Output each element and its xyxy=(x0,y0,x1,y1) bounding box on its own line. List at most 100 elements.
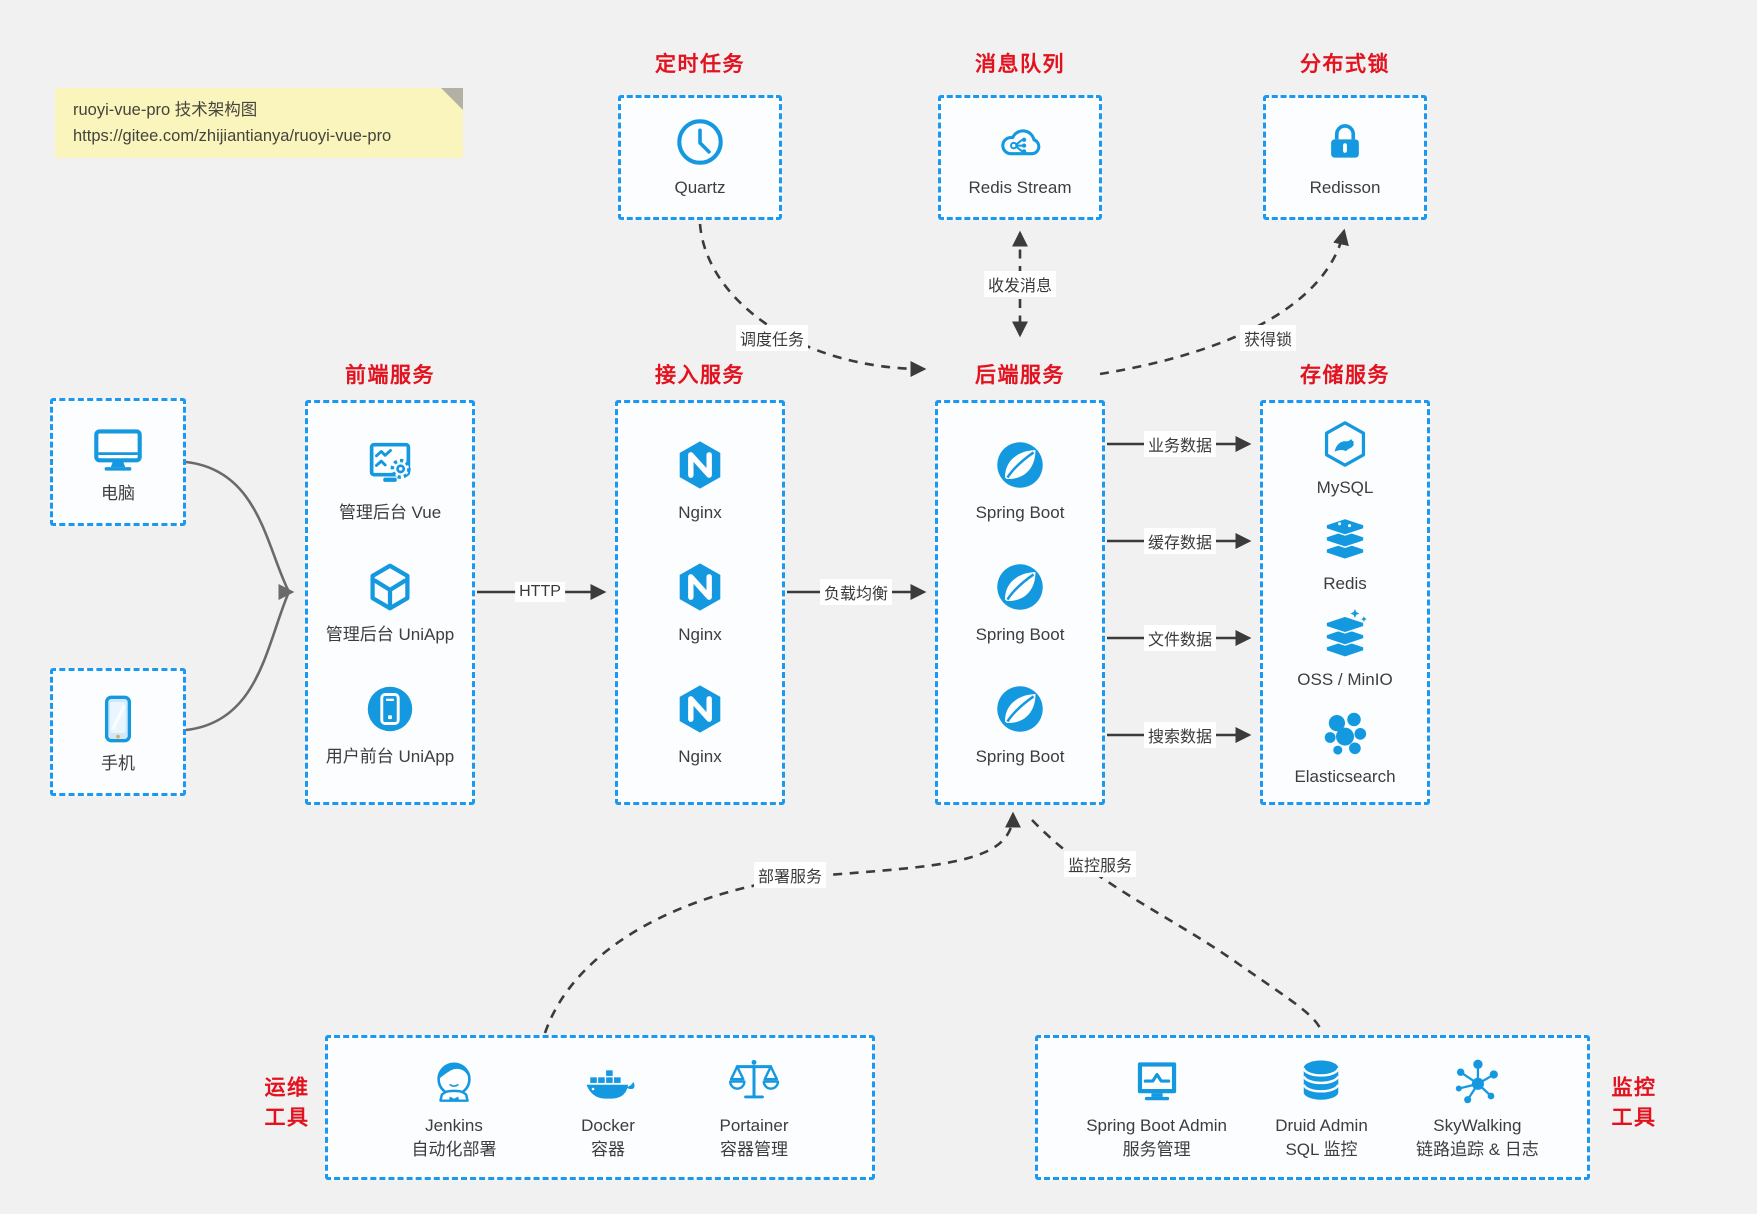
nginx-node: Nginx xyxy=(671,558,729,646)
jenkins-icon xyxy=(426,1054,482,1110)
druid-sublabel: SQL 监控 xyxy=(1285,1139,1358,1159)
spring-boot-node: Spring Boot xyxy=(975,558,1065,646)
group-title-ops-tools: 运维 工具 xyxy=(265,1074,310,1135)
phone-icon xyxy=(87,688,149,750)
column-title-backend: 后端服务 xyxy=(975,364,1065,387)
skywalking-label: SkyWalking xyxy=(1433,1116,1522,1136)
quartz-box: Quartz xyxy=(618,95,782,220)
docker-node: Docker 容器 xyxy=(580,1054,636,1161)
nginx-icon xyxy=(671,436,729,494)
elasticsearch-icon xyxy=(1318,706,1372,760)
redis-label: Redis xyxy=(1323,574,1367,594)
mysql-label: MySQL xyxy=(1316,477,1374,497)
pc-client-label: 电脑 xyxy=(101,484,135,504)
docker-sublabel: 容器 xyxy=(591,1139,625,1159)
monitor-title-line1: 监控 xyxy=(1611,1076,1657,1100)
redisson-box: Redisson xyxy=(1263,95,1427,220)
nginx-node: Nginx xyxy=(671,680,729,768)
cloud-stream-icon xyxy=(991,115,1049,169)
oss-label: OSS / MinIO xyxy=(1297,670,1393,690)
group-title-distributed-lock: 分布式锁 xyxy=(1300,53,1390,76)
skywalking-icon xyxy=(1449,1054,1505,1110)
group-title-monitor-tools: 监控 工具 xyxy=(1612,1074,1657,1135)
nginx-label: Nginx xyxy=(678,503,722,523)
jenkins-label: Jenkins xyxy=(425,1116,483,1136)
admin-vue-icon xyxy=(361,436,419,494)
message-edge-label: 收发消息 xyxy=(983,271,1057,297)
monitor-tools-box: Spring Boot Admin 服务管理 Druid Admin SQL 监… xyxy=(1035,1035,1590,1180)
druid-icon xyxy=(1293,1054,1349,1110)
spring-icon xyxy=(991,558,1049,616)
storage-box: MySQL Redis OSS / MinIO Elasticsearch xyxy=(1260,400,1430,805)
admin-vue-label: 管理后台 Vue xyxy=(338,503,442,523)
group-title-message-queue: 消息队列 xyxy=(975,53,1065,76)
ops-title-line1: 运维 xyxy=(264,1076,310,1100)
lock-edge-label: 获得锁 xyxy=(1239,325,1297,351)
spring-boot-node: Spring Boot xyxy=(975,680,1065,768)
mysql-icon xyxy=(1318,417,1372,471)
user-uniapp-node: 用户前台 UniApp xyxy=(326,680,454,768)
mysql-node: MySQL xyxy=(1316,417,1374,499)
gateway-box: Nginx Nginx Nginx xyxy=(615,400,785,805)
note-url: https://gitee.com/zhijiantianya/ruoyi-vu… xyxy=(73,127,392,146)
druid-node: Druid Admin SQL 监控 xyxy=(1275,1054,1368,1161)
column-title-frontend: 前端服务 xyxy=(345,364,435,387)
admin-uniapp-node: 管理后台 UniApp xyxy=(326,558,454,646)
note-fold-corner xyxy=(441,88,463,110)
deploy-arrow xyxy=(543,811,1022,1034)
oss-icon xyxy=(1318,609,1372,663)
group-title-scheduled-task: 定时任务 xyxy=(655,53,745,76)
spring-boot-label: Spring Boot xyxy=(975,747,1065,767)
pc-client-box: 电脑 xyxy=(50,398,186,526)
load-balance-edge-label: 负载均衡 xyxy=(819,579,893,605)
note-title: ruoyi-vue-pro 技术架构图 xyxy=(73,101,258,119)
deploy-edge-label: 部署服务 xyxy=(753,862,827,888)
clock-icon xyxy=(673,115,727,169)
druid-label: Druid Admin xyxy=(1275,1116,1368,1136)
sticky-note: ruoyi-vue-pro 技术架构图 https://gitee.com/zh… xyxy=(55,88,463,158)
frontend-box: 管理后台 Vue 管理后台 UniApp 用户前台 UniApp xyxy=(305,400,475,805)
acquire-lock-arrow xyxy=(1099,228,1349,376)
redis-node: Redis xyxy=(1318,513,1372,595)
column-title-gateway: 接入服务 xyxy=(655,364,745,387)
monitor-title-line2: 工具 xyxy=(1611,1107,1657,1130)
skywalking-sublabel: 链路追踪 & 日志 xyxy=(1415,1139,1539,1159)
search-data-edge-label: 搜索数据 xyxy=(1143,722,1217,748)
http-edge-label: HTTP xyxy=(515,582,565,602)
springboot-admin-icon xyxy=(1129,1054,1185,1110)
redis-stream-box: Redis Stream xyxy=(938,95,1102,220)
redisson-label: Redisson xyxy=(1309,178,1381,198)
mobile-client-node: 手机 xyxy=(87,688,149,775)
jenkins-sublabel: 自动化部署 xyxy=(411,1139,497,1159)
elasticsearch-label: Elasticsearch xyxy=(1294,766,1396,786)
redisson-node: Redisson xyxy=(1309,115,1381,199)
user-uniapp-label: 用户前台 UniApp xyxy=(325,747,455,767)
admin-uniapp-label: 管理后台 UniApp xyxy=(325,625,455,645)
spring-boot-label: Spring Boot xyxy=(975,503,1065,523)
nginx-icon xyxy=(671,680,729,738)
portainer-icon xyxy=(726,1054,782,1110)
user-app-icon xyxy=(361,680,419,738)
portainer-label: Portainer xyxy=(719,1116,789,1136)
redis-stream-label: Redis Stream xyxy=(968,178,1072,198)
spring-boot-label: Spring Boot xyxy=(975,625,1065,645)
pc-client-node: 电脑 xyxy=(87,418,149,505)
backend-box: Spring Boot Spring Boot Spring Boot xyxy=(935,400,1105,805)
quartz-node: Quartz xyxy=(673,115,727,199)
desktop-icon xyxy=(87,418,149,480)
admin-vue-node: 管理后台 Vue xyxy=(339,436,441,524)
spring-icon xyxy=(991,680,1049,738)
springboot-admin-sublabel: 服务管理 xyxy=(1122,1139,1191,1159)
schedule-task-arrow xyxy=(698,223,927,378)
spring-boot-node: Spring Boot xyxy=(975,436,1065,524)
quartz-label: Quartz xyxy=(674,178,726,198)
column-title-storage: 存储服务 xyxy=(1300,364,1390,387)
file-data-edge-label: 文件数据 xyxy=(1143,625,1217,651)
portainer-sublabel: 容器管理 xyxy=(719,1139,788,1159)
nginx-icon xyxy=(671,558,729,616)
jenkins-node: Jenkins 自动化部署 xyxy=(412,1054,497,1161)
portainer-node: Portainer 容器管理 xyxy=(719,1054,789,1161)
nginx-label: Nginx xyxy=(678,747,722,767)
schedule-edge-label: 调度任务 xyxy=(735,325,809,351)
